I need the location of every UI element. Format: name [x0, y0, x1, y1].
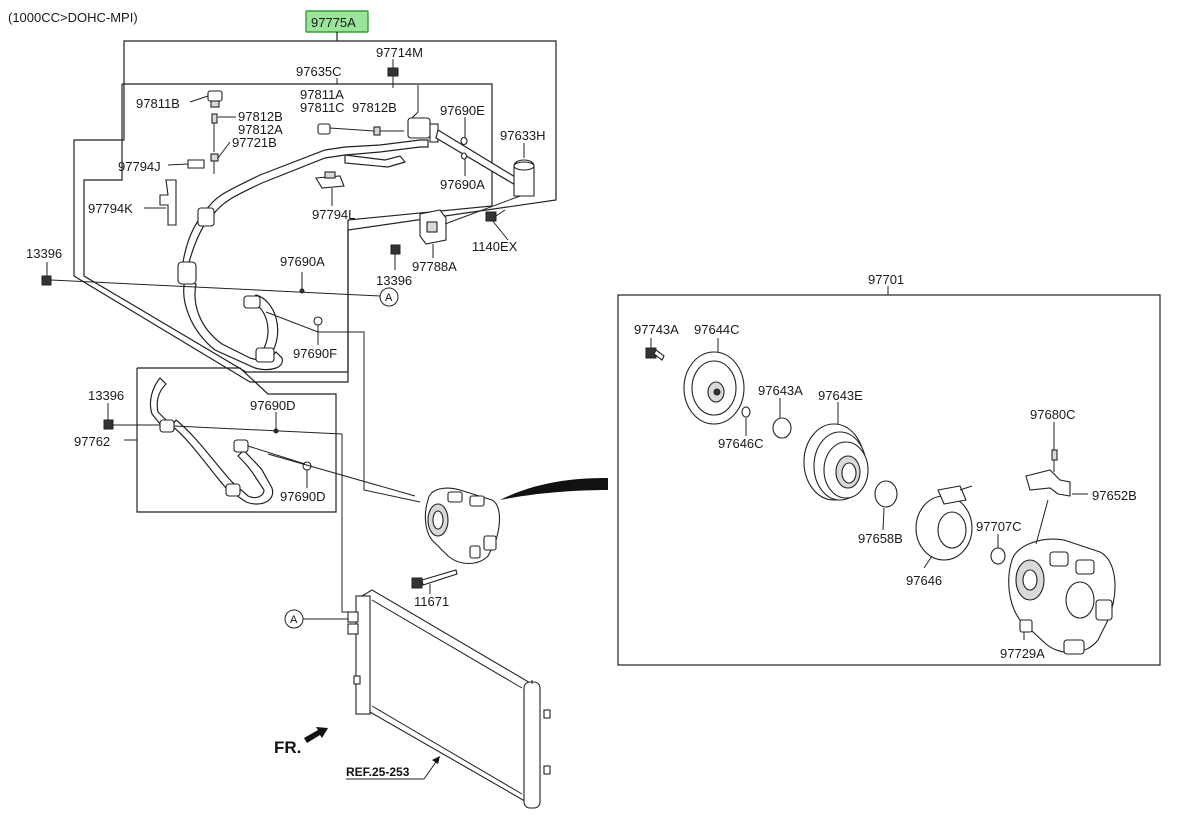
suction-hose-upper[interactable]: [181, 117, 521, 274]
label-13396-lower: 13396: [88, 388, 124, 403]
discharge-hose-lower[interactable]: [177, 207, 283, 371]
nut-13396-left[interactable]: [41, 275, 52, 286]
compressor-small[interactable]: [424, 487, 501, 565]
compressor-detail-box: [617, 294, 1161, 666]
label-97652B: 97652B: [1092, 488, 1137, 503]
label-97707C: 97707C: [976, 519, 1022, 534]
bolt-1140EX[interactable]: [485, 209, 506, 222]
label-97721B: 97721B: [232, 135, 277, 150]
label-97658B: 97658B: [858, 531, 903, 546]
svg-text:REF.25-253: REF.25-253: [346, 765, 410, 779]
label-97762: 97762: [74, 434, 110, 449]
marker-a-lower: A: [284, 609, 348, 629]
bracket-97794L[interactable]: [315, 171, 345, 189]
svg-text:A: A: [290, 614, 298, 626]
label-97690A-lower: 97690A: [280, 254, 325, 269]
leader-lines-upper: [46, 32, 525, 503]
label-11671: 11671: [414, 594, 449, 609]
label-97633H: 97633H: [500, 128, 546, 143]
label-97811B: 97811B: [136, 96, 180, 111]
bracket-97794J[interactable]: [187, 159, 205, 169]
oring-97707C[interactable]: [990, 547, 1006, 565]
svg-text:FR.: FR.: [274, 738, 301, 757]
variant-header: (1000CC>DOHC-MPI): [8, 10, 138, 25]
nut-13396-lower[interactable]: [103, 419, 114, 430]
leader-lines-lower: [107, 403, 416, 613]
bolt-11671[interactable]: [411, 569, 458, 589]
shim-97646C[interactable]: [741, 406, 751, 418]
label-97812B-b: 97812B: [352, 100, 397, 115]
label-97644C: 97644C: [694, 322, 740, 337]
part-labels: 97714M 97635C 97811A 97811C 97811B 97812…: [26, 45, 1137, 661]
label-97812A: 97812A: [238, 122, 283, 137]
nut-13396-mid[interactable]: [390, 244, 401, 255]
snap-ring-97643A[interactable]: [772, 417, 792, 439]
svg-text:A: A: [385, 292, 393, 304]
label-97635C: 97635C: [296, 64, 342, 79]
label-97794L: 97794L: [312, 207, 355, 222]
condenser[interactable]: [347, 589, 551, 809]
oring-97690E[interactable]: [460, 136, 468, 146]
label-97690A-upper: 97690A: [440, 177, 485, 192]
detail-arrow: [500, 478, 608, 500]
receiver-drier-97633H[interactable]: [513, 159, 535, 197]
label-97690E: 97690E: [440, 103, 485, 118]
label-97643A: 97643A: [758, 383, 803, 398]
pulley-97643E[interactable]: [803, 423, 869, 501]
label-97690D-upper: 97690D: [250, 398, 296, 413]
front-indicator: FR.: [274, 727, 328, 757]
field-coil-97646[interactable]: [915, 485, 973, 561]
marker-a-upper: A: [379, 287, 399, 307]
bracket-97794K[interactable]: [159, 179, 177, 226]
label-97794K: 97794K: [88, 201, 133, 216]
label-97729A: 97729A: [1000, 646, 1045, 661]
label-97680C: 97680C: [1030, 407, 1076, 422]
hose-assembly-outline: [73, 32, 557, 383]
sensor-97652B[interactable]: [1025, 469, 1071, 497]
valve-core-97812B[interactable]: [211, 113, 218, 152]
label-97690F: 97690F: [293, 346, 337, 361]
label-97714M: 97714M: [376, 45, 423, 60]
label-97690D-lower: 97690D: [280, 489, 326, 504]
reference-label: REF.25-253: [346, 756, 440, 780]
fitting-97811C[interactable]: [317, 123, 331, 135]
snap-ring-97658B[interactable]: [874, 480, 898, 508]
switch-97680C[interactable]: [1051, 449, 1058, 472]
label-97743A: 97743A: [634, 322, 679, 337]
label-97811C: 97811C: [300, 100, 345, 115]
label-13396-mid: 13396: [376, 273, 412, 288]
label-97788A: 97788A: [412, 259, 457, 274]
label-97646C: 97646C: [718, 436, 764, 451]
label-97701: 97701: [868, 272, 904, 287]
oring-97690A-upper[interactable]: [460, 152, 468, 160]
label-97812B-a: 97812B: [238, 109, 283, 124]
fitting-97811B[interactable]: [207, 90, 223, 108]
bolt-97714M[interactable]: [387, 67, 399, 88]
highlighted-part-callout[interactable]: 97775A: [305, 10, 369, 33]
label-97811A: 97811A: [300, 87, 344, 102]
label-13396-left: 13396: [26, 246, 62, 261]
label-97646: 97646: [906, 573, 942, 588]
lower-hose-outline: [136, 367, 337, 513]
cap-97721B[interactable]: [210, 153, 219, 174]
label-97794J: 97794J: [118, 159, 161, 174]
compressor-97729A[interactable]: [1008, 538, 1116, 655]
block-97788A[interactable]: [419, 209, 447, 245]
clutch-plate-97644C[interactable]: [683, 351, 745, 425]
leader-lines-detail: [650, 338, 1088, 640]
label-1140EX: 1140EX: [472, 239, 518, 254]
hose-97762[interactable]: [149, 377, 274, 505]
part-label-97775A: 97775A: [311, 15, 356, 30]
label-97643E: 97643E: [818, 388, 863, 403]
oring-97690F[interactable]: [313, 316, 323, 326]
bolt-97743A[interactable]: [645, 347, 665, 361]
valve-97812B-right[interactable]: [373, 126, 381, 136]
